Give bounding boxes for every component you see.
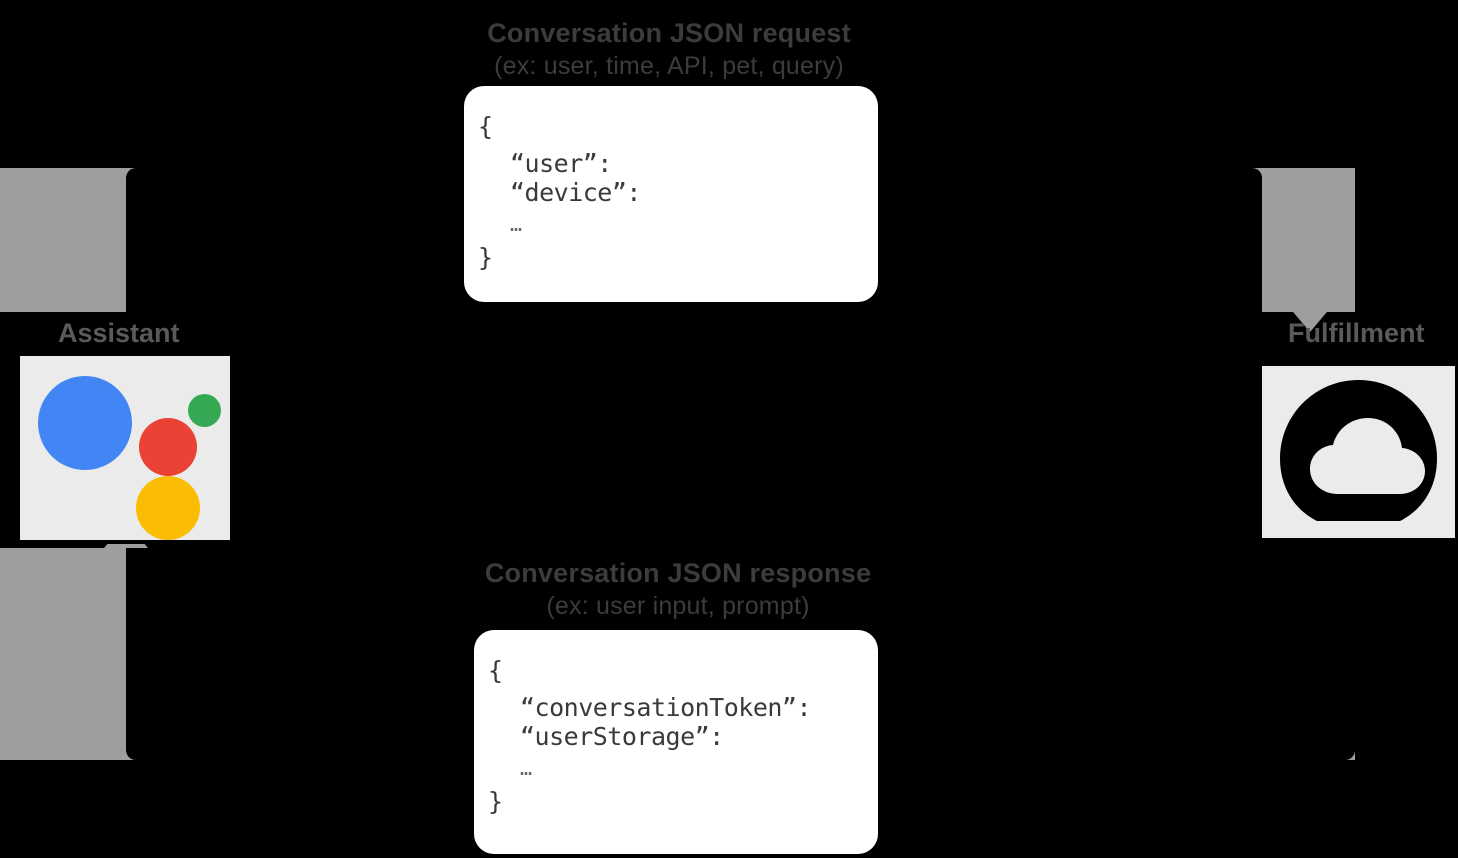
google-assistant-icon: [20, 356, 230, 540]
request-json-card: { “user”: “device”: … }: [464, 86, 878, 302]
assistant-node-label: Assistant: [58, 318, 180, 348]
json-ellipsis: …: [520, 756, 532, 780]
response-flow-subtitle: (ex: user input, prompt): [546, 592, 810, 620]
request-arrowhead-down-icon: [1288, 306, 1332, 332]
json-brace-close: }: [478, 243, 493, 272]
json-key-user-storage: “userStorage”:: [520, 722, 724, 751]
json-key-device: “device”:: [510, 178, 641, 207]
center-row-background: [0, 352, 1458, 544]
assistant-dot-blue: [38, 376, 132, 470]
json-key-conversation-token: “conversationToken”:: [520, 693, 812, 722]
request-flow-subtitle: (ex: user, time, API, pet, query): [494, 52, 844, 80]
assistant-dot-green: [188, 394, 221, 427]
request-flow-label: Conversation JSON request (ex: user, tim…: [329, 16, 1009, 82]
request-flow-title: Conversation JSON request: [487, 18, 851, 48]
json-brace-close: }: [488, 787, 503, 816]
fulfillment-icon-tile: [1262, 366, 1455, 538]
response-flow-title: Conversation JSON response: [484, 558, 872, 588]
cloud-functions-icon: [1280, 380, 1437, 521]
assistant-icon-tile: [20, 356, 230, 540]
json-brace-open: {: [488, 656, 503, 685]
assistant-dot-red: [139, 418, 197, 476]
response-flow-label: Conversation JSON response (ex: user inp…: [338, 556, 1018, 622]
request-flow-turn: [1262, 168, 1355, 312]
json-brace-open: {: [478, 112, 493, 141]
assistant-dot-yellow: [136, 476, 200, 540]
response-json-card: { “conversationToken”: “userStorage”: … …: [474, 630, 878, 854]
json-ellipsis: …: [510, 212, 522, 236]
fulfillment-node-label: Fulfillment: [1288, 318, 1425, 348]
json-key-user: “user”:: [510, 149, 612, 178]
